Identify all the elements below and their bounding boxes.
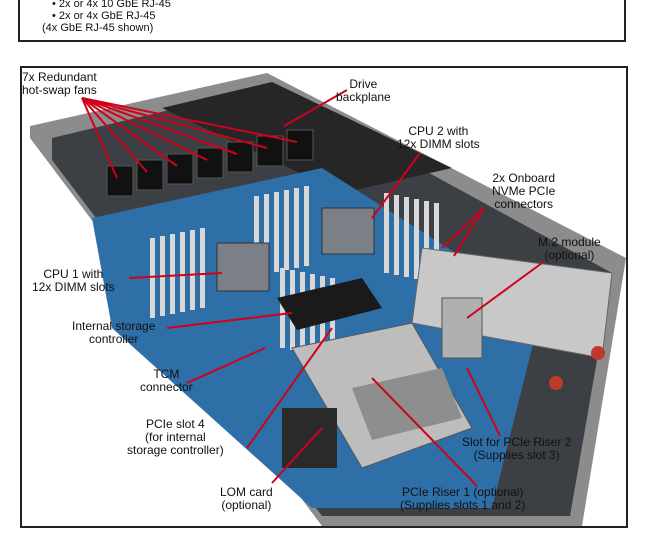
fan [106,165,134,197]
callout-lom: LOM card(optional) [220,485,273,512]
server-photo [30,73,626,526]
fan [286,129,314,161]
spec-item: 2x or 4x GbE RJ-45 [52,10,624,22]
callout-m2: M.2 module(optional) [538,235,601,262]
cpu2-area [254,186,439,283]
psu-handle [549,376,563,390]
fan [226,141,254,173]
lom-card [282,408,337,468]
spec-note: (4x GbE RJ-45 shown) [42,22,154,34]
callout-riser1: PCIe Riser 1 (optional)(Supplies slots 1… [400,485,526,512]
fan-row [106,129,314,197]
cpu1-socket [216,242,270,292]
spec-list: 2x or 4x 10 GbE RJ-45 2x or 4x GbE RJ-45 [20,0,624,22]
cpu2-socket [321,207,375,255]
fan [256,135,284,167]
leader-lines [81,89,543,487]
m2-module [441,297,483,359]
fan [196,147,224,179]
callout-riser2: Slot for PCIe Riser 2(Supplies slot 3) [462,435,572,462]
spec-item: 2x or 4x 10 GbE RJ-45 [52,0,624,10]
fan [166,153,194,185]
storage-controller-card [277,278,382,330]
spec-box: 2x or 4x 10 GbE RJ-45 2x or 4x GbE RJ-45… [18,0,626,42]
psu-handle [591,346,605,360]
